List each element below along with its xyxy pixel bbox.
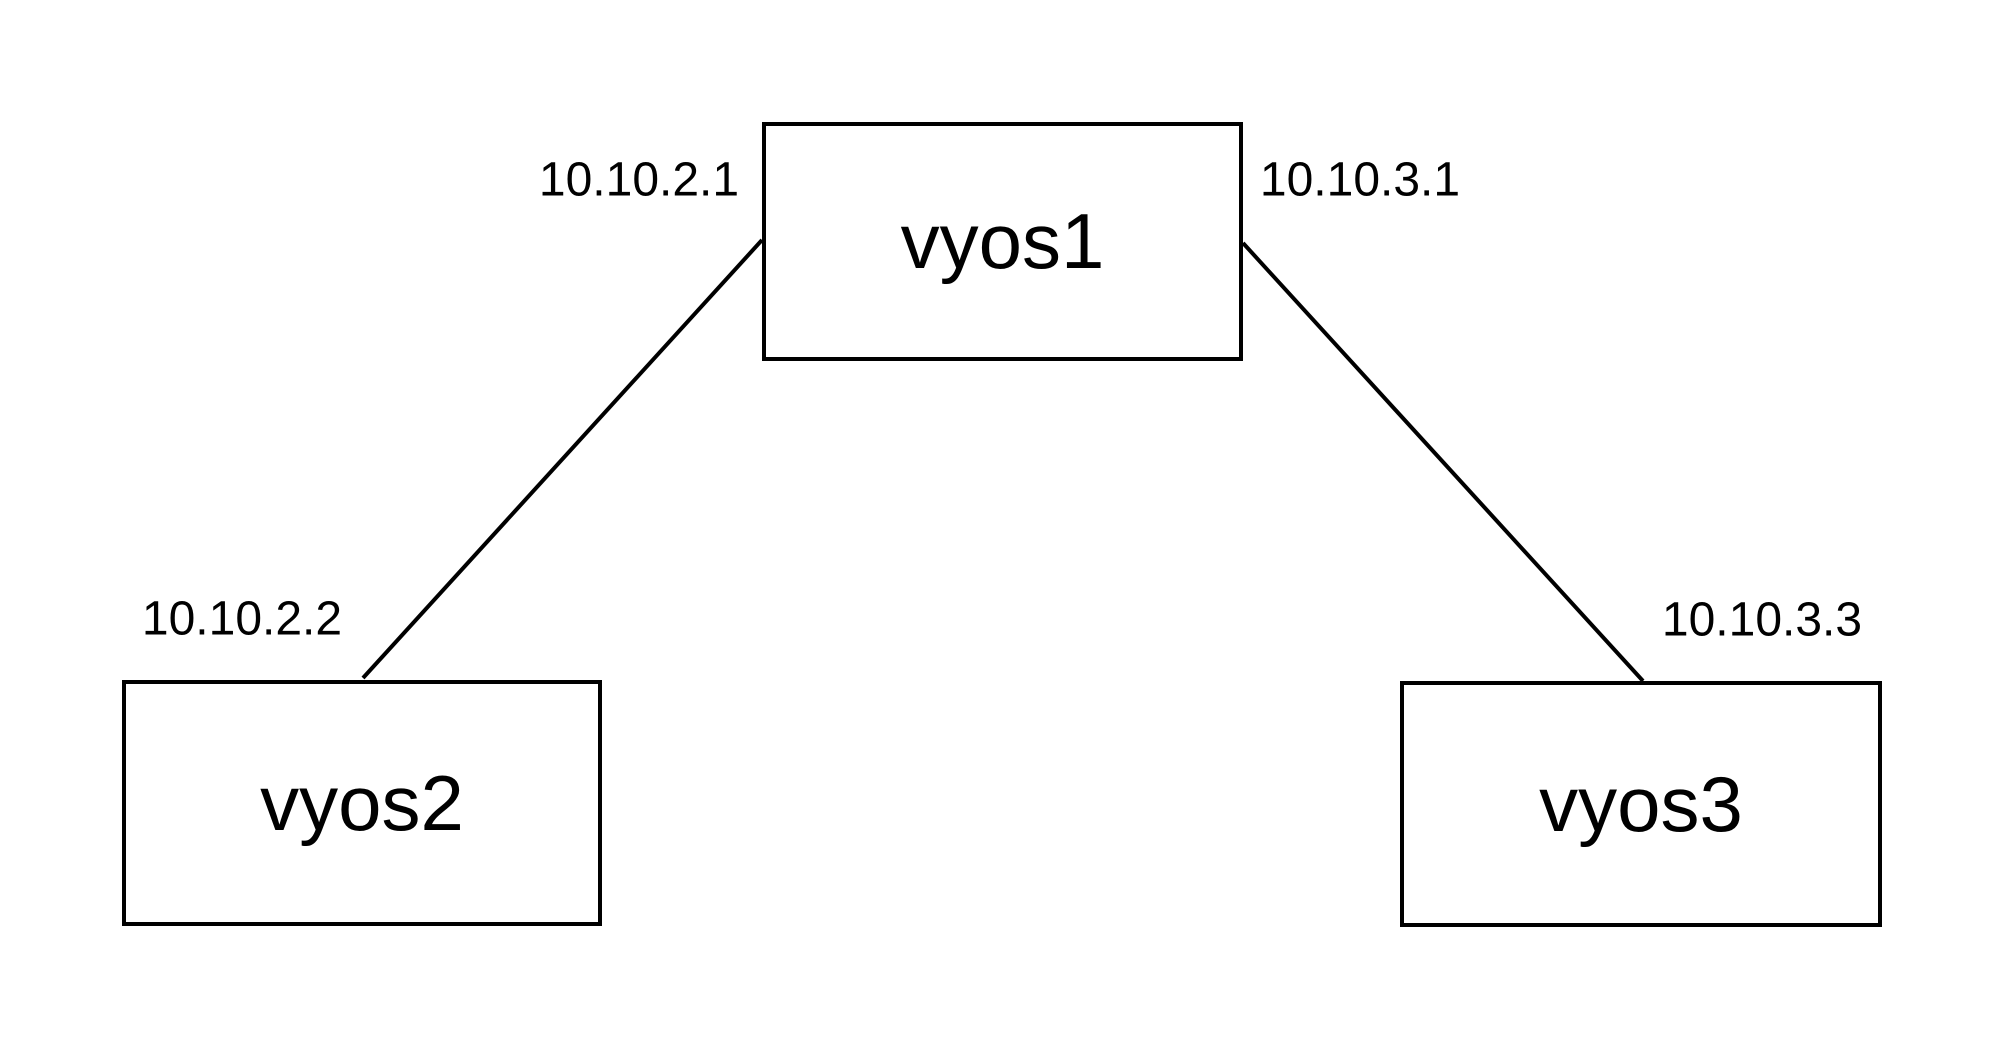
- node-vyos3: vyos3: [1400, 681, 1882, 927]
- ip-label-vyos3-to-vyos1: 10.10.3.3: [1661, 593, 1863, 647]
- ip-label-vyos1-to-vyos2: 10.10.2.1: [538, 153, 740, 207]
- ip-label-vyos1-to-vyos3: 10.10.3.1: [1259, 153, 1461, 207]
- node-vyos2: vyos2: [122, 680, 602, 926]
- node-vyos1-label: vyos1: [900, 197, 1105, 285]
- node-vyos3-label: vyos3: [1539, 759, 1743, 848]
- ip-label-vyos2-to-vyos1: 10.10.2.2: [141, 592, 343, 646]
- node-vyos2-label: vyos2: [260, 758, 464, 847]
- link-vyos1-vyos2: [361, 238, 764, 680]
- node-vyos1: vyos1: [762, 122, 1243, 361]
- link-vyos1-vyos3: [1241, 241, 1645, 683]
